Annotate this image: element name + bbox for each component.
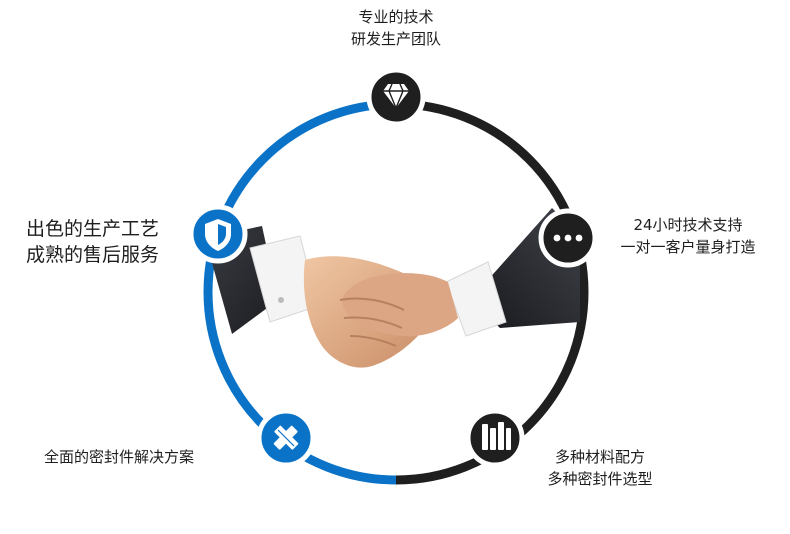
handshake-image xyxy=(205,208,580,368)
label-solutions: 全面的密封件解决方案 xyxy=(44,446,194,468)
label-materials-line-1: 多种材料配方 xyxy=(554,448,645,466)
more-dots-icon xyxy=(553,234,583,242)
label-service: 出色的生产工艺 成熟的售后服务 xyxy=(26,216,159,268)
node-team xyxy=(366,67,426,127)
label-team-line-2: 研发生产团队 xyxy=(350,30,441,48)
label-team: 专业的技术 研发生产团队 xyxy=(336,6,456,50)
ruler-pencil-icon xyxy=(273,425,299,450)
label-support-line-1: 24小时技术支持 xyxy=(633,216,743,234)
label-service-line-1: 出色的生产工艺 xyxy=(26,218,160,240)
node-service xyxy=(188,204,248,264)
label-support-line-2: 一对一客户量身打造 xyxy=(620,238,756,256)
shield-icon xyxy=(205,219,231,251)
node-solutions xyxy=(256,408,316,468)
label-support: 24小时技术支持 一对一客户量身打造 xyxy=(604,214,772,258)
node-support xyxy=(538,208,598,268)
diamond-icon xyxy=(383,83,409,109)
label-materials: 多种材料配方 多种密封件选型 xyxy=(530,446,670,490)
ring-arc-blue xyxy=(203,99,397,485)
node-materials xyxy=(465,408,525,468)
label-solutions-line-1: 全面的密封件解决方案 xyxy=(44,448,195,466)
label-service-line-2: 成熟的售后服务 xyxy=(26,244,160,266)
label-team-line-1: 专业的技术 xyxy=(358,8,434,26)
label-materials-line-2: 多种密封件选型 xyxy=(547,470,653,488)
books-icon xyxy=(482,422,511,450)
